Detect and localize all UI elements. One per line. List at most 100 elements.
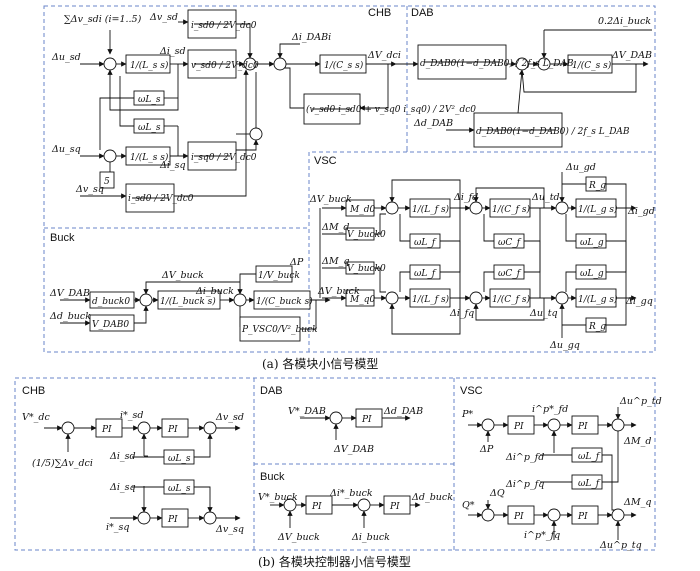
blk-isq0: i_sq0 / 2V_dc0 [191, 153, 257, 163]
sec-chb-b: CHB [22, 385, 45, 397]
blk-dab1: d_DAB0(1−d_DAB0) / 2f_s L_DAB [420, 58, 574, 69]
blk-five: 5 [104, 177, 110, 187]
blk-wlg2: ωL_g [580, 269, 604, 279]
blk-vb2: V_buck0 [347, 264, 386, 274]
b-vdc: V*_dc [22, 412, 50, 423]
sig-utq: Δu_tq [529, 308, 558, 319]
b-pi9: PI [513, 512, 524, 522]
b-utd: Δu^p_td [619, 396, 662, 407]
blk-wcf2: ωC_f [498, 269, 522, 279]
blk-lg1: 1/(L_g s) [578, 204, 618, 215]
b-pi8: PI [577, 422, 588, 432]
sec-dab-a: DAB [411, 7, 434, 19]
chb-controller [44, 418, 241, 528]
b-isd-s: i*_sd [120, 410, 144, 421]
blk-ivbuck: 1/V_buck [258, 271, 300, 281]
b-vbuck-s: V*_buck [258, 492, 298, 503]
sum-label: ∑Δv_sdi (i=1..5) [64, 14, 142, 25]
b-wlf1: ωL_f [578, 452, 601, 462]
b-ddab: Δd_DAB [383, 406, 423, 417]
blk-lsd: 1/(L_s s) [130, 60, 169, 71]
b-isq-s: i*_sq [106, 522, 130, 533]
panel-b-frames [14, 377, 656, 551]
sig-vbuck: ΔV_buck [161, 270, 204, 281]
sig-igd: Δi_gd [627, 206, 655, 217]
sig-ibuck: 0.2Δi_buck [598, 16, 651, 27]
blk-vb1: V_buck0 [347, 230, 386, 240]
blk-rg2: R_g [588, 322, 606, 332]
blk-dab2: d_DAB0(1−d_DAB0) / 2f_s L_DAB [476, 126, 630, 137]
sig-isq: Δi_sq [159, 160, 186, 171]
b-p-s: P* [461, 409, 473, 420]
blk-wlf1: ωL_f [414, 238, 437, 248]
blk-rg1: R_g [588, 181, 606, 191]
blk-lg2: 1/(L_g s) [578, 294, 618, 305]
sec-chb-a: CHB [368, 7, 391, 19]
sig-idab: Δi_DABi [291, 32, 331, 43]
blk-wlf2: ωL_f [414, 269, 437, 279]
b-md: ΔM_d [623, 436, 651, 447]
sig-ugq: Δu_gq [549, 340, 580, 351]
blk-vdab: V_DAB0 [92, 320, 129, 330]
b-pi6: PI [389, 502, 400, 512]
sec-buck-a: Buck [50, 232, 75, 244]
sig-ugd: Δu_gd [565, 162, 596, 173]
blk-md0: M_d0 [349, 205, 375, 215]
b-pi5: PI [311, 502, 322, 512]
b-pi4: PI [361, 415, 372, 425]
sig-ddab: Δd_DAB [413, 118, 453, 129]
b-ibuck: Δi_buck [351, 532, 390, 543]
b-isq: Δi_sq [109, 482, 136, 493]
b-wls2: ωL_s [168, 484, 191, 494]
b-pi10: PI [577, 512, 588, 522]
caption-a: (a) 各模块小信号模型 [262, 356, 378, 371]
dab-model [396, 29, 652, 148]
sig-vdab: ΔV_DAB [611, 50, 652, 61]
sig-ifq: Δi_fq [449, 308, 474, 319]
b-ifq-s: i^p*_fq [524, 530, 560, 541]
sig-vsq: Δv_sq [75, 184, 104, 195]
sec-vsc-b: VSC [460, 385, 483, 397]
sig-vbuck3: ΔV_buck [317, 286, 360, 297]
blk-wcf1: ωC_f [498, 238, 522, 248]
buck-model [60, 265, 331, 342]
blk-cs: 1/(C_s s) [324, 60, 364, 71]
vsc-controller [468, 407, 637, 540]
b-q-s: Q* [462, 500, 475, 511]
b-isd: Δi_sd [109, 451, 136, 462]
blk-dbuck: d_buck0 [92, 297, 130, 307]
b-vdab: ΔV_DAB [333, 444, 374, 455]
blk-wls2: ωL_s [138, 123, 161, 133]
b-wlf2: ωL_f [578, 479, 601, 489]
b-vsd: Δv_sd [215, 412, 244, 423]
sig-utd: Δu_td [531, 192, 560, 203]
blk-mq0: M_q0 [349, 295, 375, 305]
b-vbuck: ΔV_buck [277, 532, 320, 543]
b-vsq: Δv_sq [215, 524, 244, 535]
vsc-model [319, 172, 637, 338]
blk-cf1: 1/(C_f s) [492, 204, 530, 215]
blk-lsq: 1/(L_s s) [130, 152, 169, 163]
b-dq: ΔQ [489, 488, 505, 499]
blk-isd0: i_sd0 / 2V_dc0 [191, 21, 257, 31]
blk-lf2: 1/(L_f s) [412, 294, 450, 305]
sig-vdci: ΔV_dci [367, 50, 401, 61]
sig-dp: ΔP [289, 257, 304, 268]
blk-wlg1: ωL_g [580, 238, 604, 248]
b-sum: (1/5)∑Δv_dci [32, 458, 93, 469]
b-pi7: PI [513, 422, 524, 432]
caption-b: (b) 各模块控制器小信号模型 [258, 554, 411, 569]
chb-model [80, 9, 397, 213]
b-ifd-s: i^p*_fd [532, 404, 568, 415]
blk-wls1: ωL_s [138, 95, 161, 105]
sec-dab-b: DAB [260, 385, 283, 397]
sig-vdabin: ΔV_DAB [49, 288, 90, 299]
b-vdab-s: V*_DAB [288, 406, 326, 417]
blk-cs2: 1/(C_s s) [572, 60, 612, 71]
b-utq: Δu^p_tq [599, 540, 642, 551]
b-mq: ΔM_q [623, 497, 651, 508]
b-dp: ΔP [479, 444, 494, 455]
sig-igq: Δi_gq [625, 296, 653, 307]
sig-mq: ΔM_q [321, 256, 349, 267]
